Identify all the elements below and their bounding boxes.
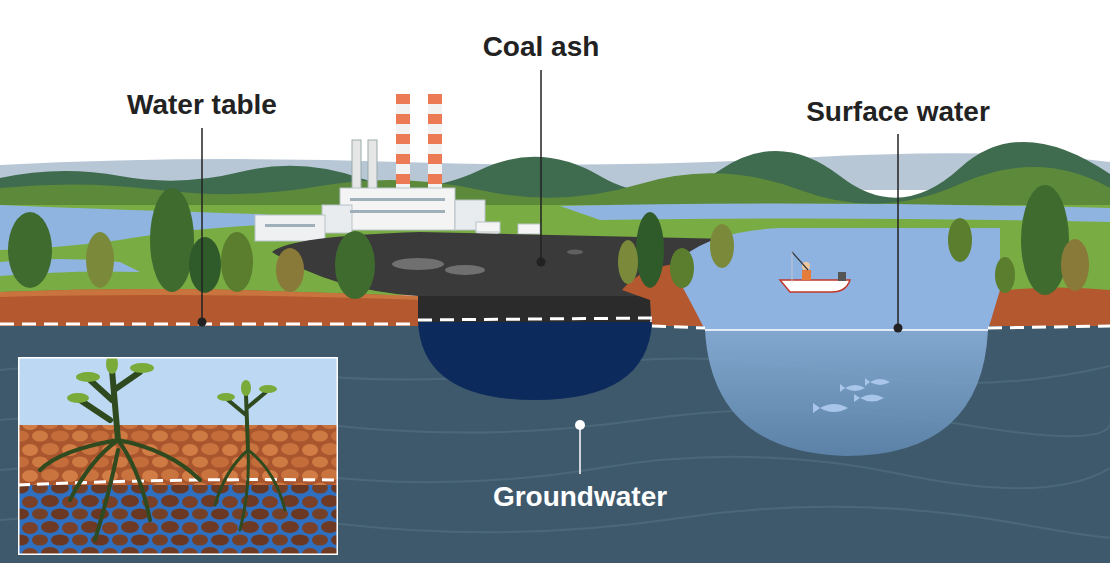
callout-label: Groundwater [493,480,667,514]
leader-lines [198,70,903,474]
power-plant [255,94,540,241]
callout-label: Coal ash [483,30,600,64]
trees [8,185,1089,299]
soil-inset [18,357,338,555]
callout-label: Surface water [806,95,990,129]
water-table-line [0,318,1110,330]
callout-label: Water table [127,88,277,122]
